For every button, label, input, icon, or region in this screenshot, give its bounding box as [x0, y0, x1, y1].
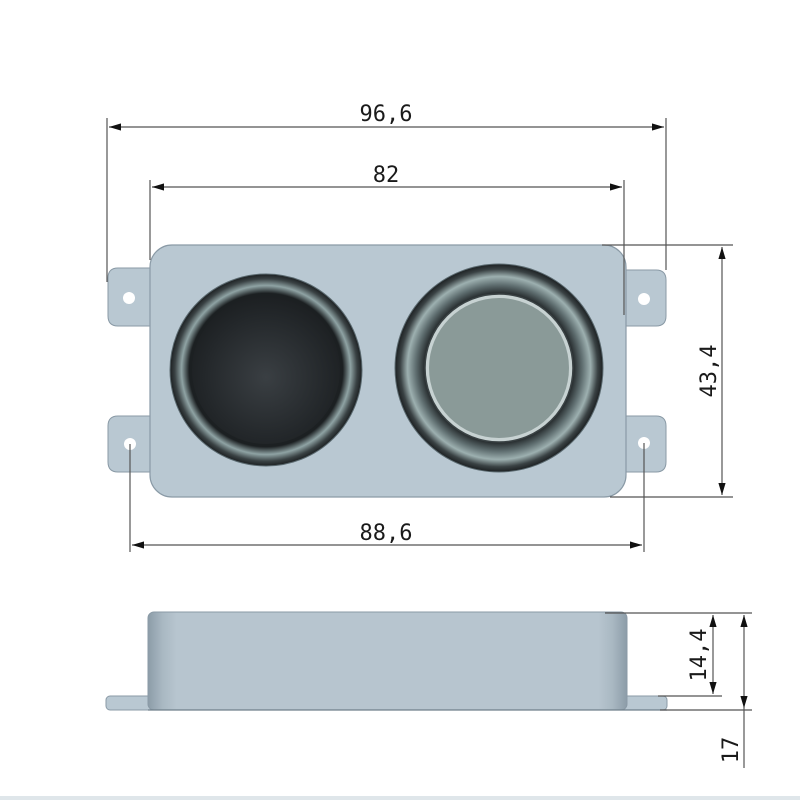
dimension-body-height: 43,4: [602, 244, 733, 498]
top-view: [107, 244, 667, 498]
mount-hole-icon: [123, 292, 135, 304]
side-view: [105, 611, 668, 711]
mount-hole-icon: [638, 293, 650, 305]
dimension-label-total-height: 17: [719, 737, 744, 764]
side-body: [147, 611, 628, 711]
dimension-total-height: 17: [660, 615, 752, 768]
dimension-label-side-body-height: 14,4: [687, 629, 712, 682]
dimension-label-hole-spacing: 88,6: [360, 521, 413, 546]
dimension-label-body-height: 43,4: [697, 345, 722, 398]
mounting-tab-top-right: [621, 269, 667, 327]
bottom-edge-strip: [0, 796, 800, 800]
dimension-label-overall-width: 96,6: [360, 102, 413, 127]
dimension-body-width: 82: [149, 163, 625, 315]
left-speaker: [169, 273, 363, 467]
dimension-side-body-height: 14,4: [605, 612, 752, 697]
dimension-overall-width: 96,6: [106, 102, 667, 282]
mounting-tab-top-left: [107, 267, 153, 327]
dimension-label-body-width: 82: [373, 163, 400, 188]
right-speaker: [394, 263, 604, 473]
dimension-hole-spacing: 88,6: [129, 443, 645, 552]
